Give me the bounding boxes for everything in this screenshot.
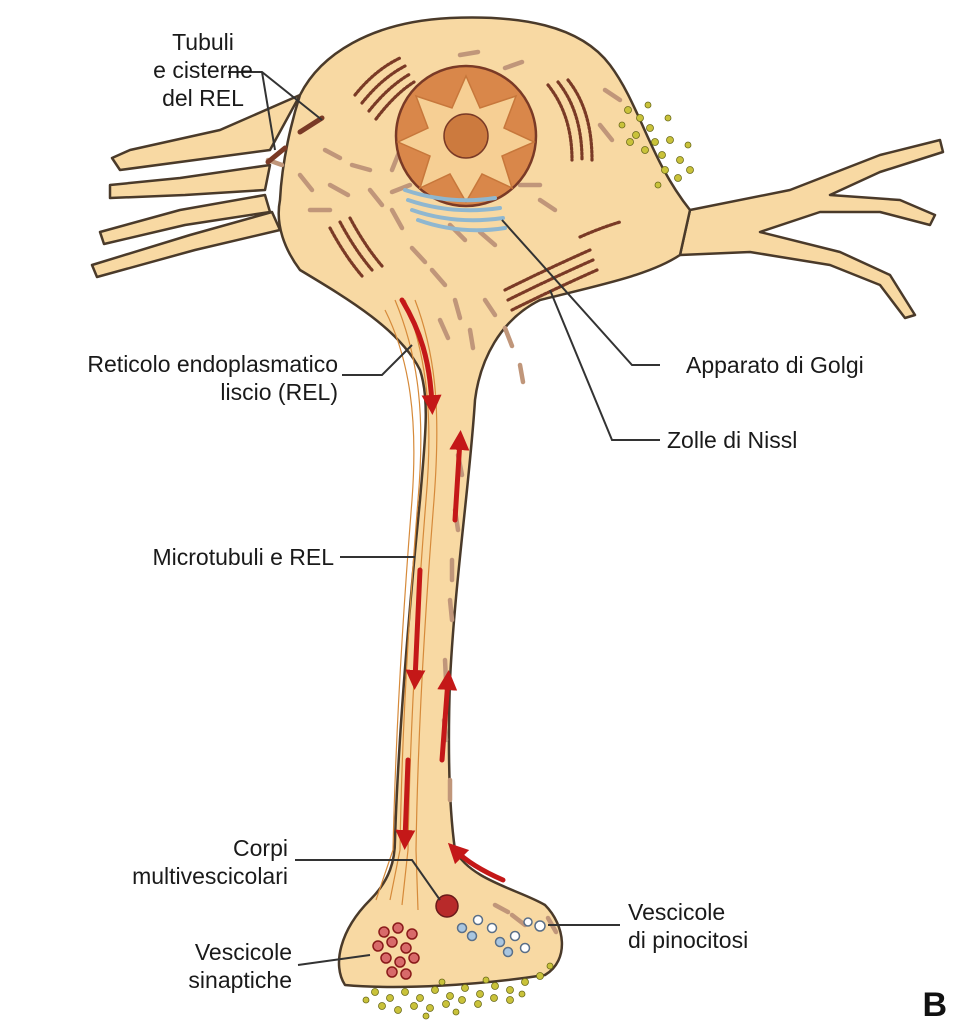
anterograde-arrow-low (405, 760, 408, 840)
label-tubuli-rel: Tubuli e cisterne del REL (128, 28, 278, 112)
label-reticolo: Reticolo endoplasmatico liscio (REL) (0, 350, 338, 406)
left-dendrites (92, 95, 300, 277)
right-dendrites (680, 140, 943, 318)
leader-reticolo (342, 345, 412, 375)
label-nissl: Zolle di Nissl (667, 426, 797, 454)
label-corpi: Corpi multivescicolari (60, 834, 288, 890)
label-vescicole-pinocitosi: Vescicole di pinocitosi (628, 898, 748, 954)
label-microtubuli: Microtubuli e REL (60, 543, 334, 571)
nucleus (396, 66, 536, 206)
label-golgi: Apparato di Golgi (686, 351, 864, 379)
nucleolus (444, 114, 488, 158)
panel-letter: B (922, 986, 947, 1025)
label-vescicole-sinaptiche: Vescicole sinaptiche (60, 938, 292, 994)
